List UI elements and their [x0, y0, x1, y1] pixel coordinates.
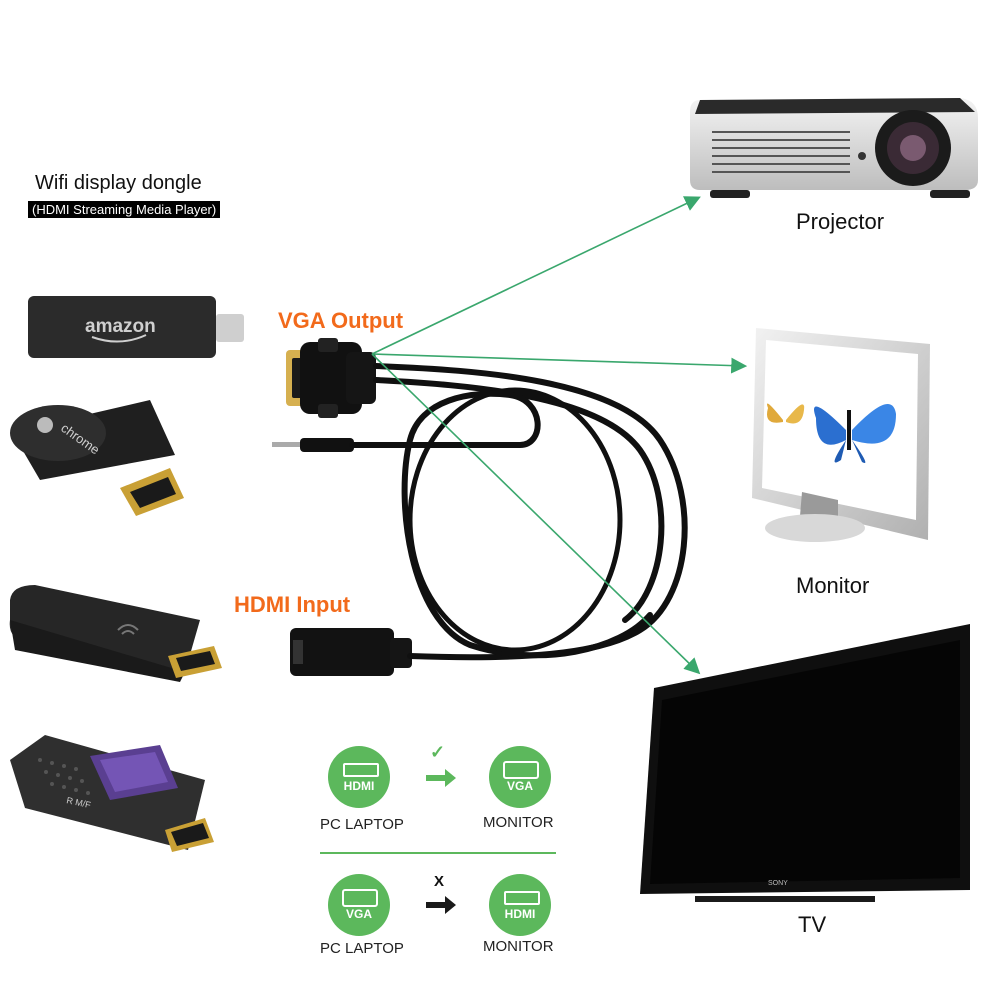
vga-connector-icon	[286, 338, 376, 418]
check-icon: ✓	[430, 742, 446, 762]
butterfly-large-icon	[814, 404, 896, 464]
vga-port-icon-2: VGA	[328, 874, 390, 936]
compat1-to-icon-label: VGA	[506, 779, 533, 793]
dongle-subtitle: (HDMI Streaming Media Player)	[28, 201, 221, 218]
tv-brand: SONY	[768, 880, 788, 887]
compat1-from-icon-label: HDMI	[343, 779, 375, 793]
vga-output-label: VGA Output	[278, 308, 404, 333]
butterfly-small-icon	[767, 403, 805, 424]
tv-label: TV	[798, 912, 827, 937]
dongle-title: Wifi display dongle	[35, 172, 202, 194]
cross-icon: X	[434, 873, 445, 890]
compat2-from-label: PC LAPTOP	[320, 940, 404, 957]
hdmi-input-label: HDMI Input	[234, 592, 351, 617]
hdmi-port-icon: HDMI	[328, 746, 390, 808]
projector-icon	[690, 98, 978, 198]
signal-arrows	[371, 196, 748, 675]
hdmi-dongle-icon	[9, 585, 222, 682]
hdmi-port-icon-2: HDMI	[489, 874, 551, 936]
audio-jack-icon	[272, 438, 354, 452]
monitor-icon	[752, 328, 930, 542]
chromecast-icon: chrome	[10, 400, 184, 516]
monitor-label: Monitor	[796, 573, 870, 598]
hdmi-connector-icon	[290, 628, 412, 676]
compat2-to-label: MONITOR	[483, 938, 554, 955]
projector-label: Projector	[796, 209, 885, 234]
compat2-to-icon-label: HDMI	[504, 907, 536, 921]
vga-port-icon: VGA	[489, 746, 551, 808]
amazon-stick-icon: amazon	[28, 296, 244, 358]
tv-icon: SONY	[640, 624, 970, 902]
compat-arrow-2-icon	[426, 896, 456, 914]
amazon-brand: amazon	[85, 316, 156, 337]
cable-icon	[349, 363, 688, 661]
mk808-dongle-icon: R M/F	[10, 735, 214, 852]
compat2-from-icon-label: VGA	[345, 907, 372, 921]
compat1-to-label: MONITOR	[483, 814, 554, 831]
compat1-from-label: PC LAPTOP	[320, 816, 404, 833]
compat-arrow-1-icon	[426, 769, 456, 787]
